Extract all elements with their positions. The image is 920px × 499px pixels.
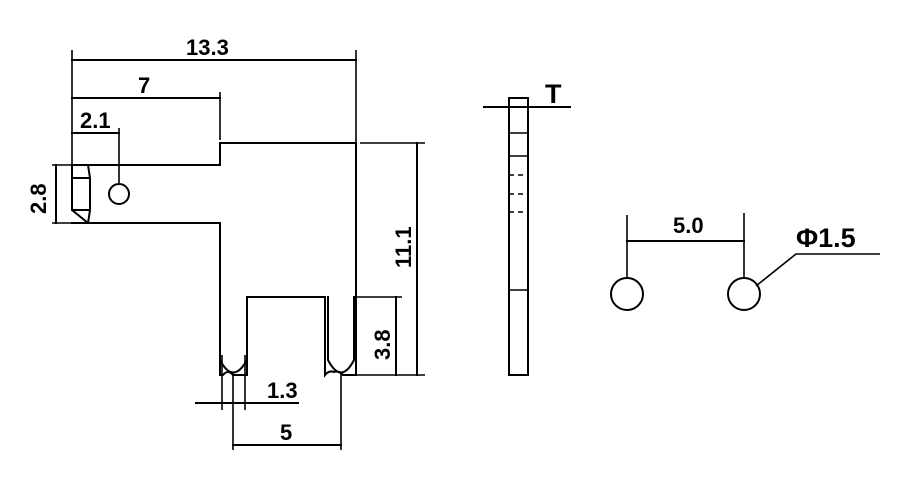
pattern-hole-right — [727, 277, 761, 311]
label-hole-offset: 2.1 — [80, 108, 111, 133]
dimension-hole-offset: 2.1 — [71, 108, 120, 184]
pattern-hole-left — [610, 277, 644, 311]
label-overall-width: 13.3 — [186, 35, 229, 60]
label-hole-diameter: Φ1.5 — [796, 223, 856, 253]
label-prong-pitch: 5 — [280, 420, 292, 445]
label-total-height: 11.1 — [391, 226, 416, 268]
label-prong-width: 1.3 — [267, 378, 298, 403]
label-hole-pitch: 5.0 — [673, 213, 704, 238]
side-view: T — [483, 79, 571, 376]
label-tab-height: 2.8 — [26, 183, 51, 214]
dimension-overall-width: 13.3 — [71, 35, 357, 165]
label-top-width: 7 — [138, 73, 150, 98]
dimension-tab-height: 2.8 — [26, 164, 88, 224]
label-slot-depth: 3.8 — [370, 329, 395, 360]
dimension-prong-width: 1.3 — [195, 355, 299, 410]
tab-chamfer — [71, 164, 91, 224]
dimension-top-width: 7 — [71, 73, 221, 140]
dimension-slot-depth: 3.8 — [356, 296, 402, 376]
label-thickness: T — [545, 79, 562, 109]
diameter-leader — [755, 253, 880, 287]
left-prong — [219, 296, 248, 374]
part-outline — [71, 142, 357, 378]
dimension-prong-pitch: 5 — [232, 372, 342, 450]
right-prong — [327, 296, 355, 374]
side-view-body — [508, 97, 529, 376]
hole-pattern-view: 5.0 Φ1.5 — [610, 213, 880, 311]
mounting-hole — [108, 183, 130, 205]
dimension-total-height: 11.1 — [356, 142, 425, 376]
front-view — [71, 142, 357, 378]
